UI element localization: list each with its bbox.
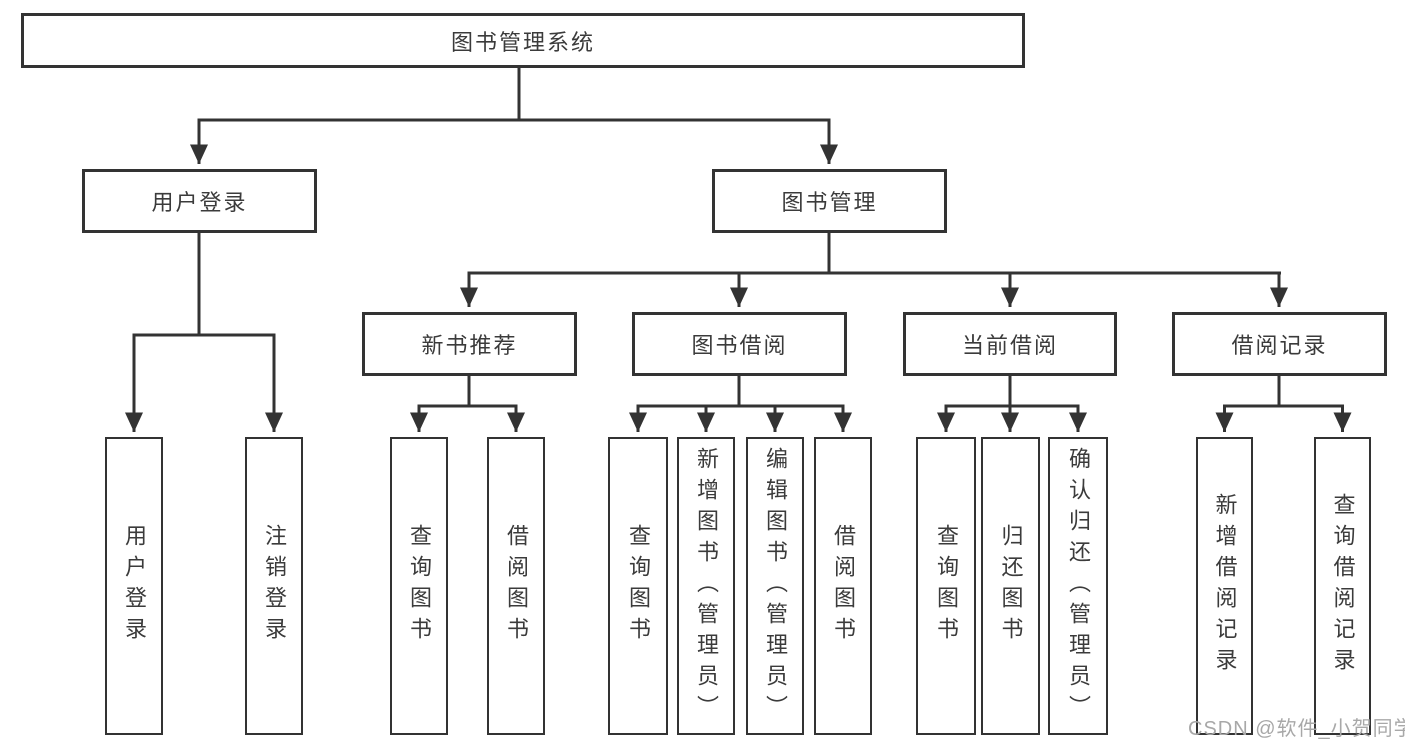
leaf-user-login-label: 用户登录	[122, 524, 147, 648]
node-borrowing-records: 借阅记录	[1172, 312, 1387, 376]
leaf-query-books-current-label: 查询图书	[934, 524, 959, 648]
node-library-management-system: 图书管理系统	[21, 13, 1025, 68]
node-current-borrowing: 当前借阅	[903, 312, 1117, 376]
leaf-query-books-borrow: 查询图书	[608, 437, 668, 735]
leaf-query-books-current: 查询图书	[916, 437, 976, 735]
node-book-borrowing: 图书借阅	[632, 312, 847, 376]
node-user-login: 用户登录	[82, 169, 317, 233]
leaf-query-books-borrow-label: 查询图书	[626, 524, 651, 648]
node-new-book-recommendation: 新书推荐	[362, 312, 577, 376]
leaf-add-borrow-record-label: 新增借阅记录	[1212, 493, 1238, 679]
leaf-borrow-books-label: 借阅图书	[831, 524, 856, 648]
leaf-confirm-return-admin-label: 确认归还（管理员）	[1066, 446, 1091, 726]
leaf-confirm-return-admin: 确认归还（管理员）	[1048, 437, 1108, 735]
leaf-return-books: 归还图书	[981, 437, 1040, 735]
leaf-query-borrow-record: 查询借阅记录	[1314, 437, 1371, 735]
leaf-borrow-books-recommend: 借阅图书	[487, 437, 545, 735]
leaf-logout: 注销登录	[245, 437, 303, 735]
leaf-return-books-label: 归还图书	[998, 524, 1024, 648]
leaf-borrow-books: 借阅图书	[814, 437, 872, 735]
leaf-query-books-recommend-label: 查询图书	[407, 524, 432, 648]
leaf-query-books-recommend: 查询图书	[390, 437, 448, 735]
leaf-edit-books-admin: 编辑图书（管理员）	[746, 437, 804, 735]
node-book-management: 图书管理	[712, 169, 947, 233]
leaf-add-books-admin-label: 新增图书（管理员）	[694, 446, 719, 726]
leaf-add-books-admin: 新增图书（管理员）	[677, 437, 735, 735]
leaf-user-login: 用户登录	[105, 437, 163, 735]
leaf-borrow-books-recommend-label: 借阅图书	[504, 524, 529, 648]
leaf-logout-label: 注销登录	[262, 524, 287, 648]
leaf-query-borrow-record-label: 查询借阅记录	[1330, 493, 1356, 679]
leaf-add-borrow-record: 新增借阅记录	[1196, 437, 1253, 735]
csdn-watermark: CSDN @软件_小贺同学	[1188, 718, 1405, 740]
leaf-edit-books-admin-label: 编辑图书（管理员）	[763, 446, 788, 726]
